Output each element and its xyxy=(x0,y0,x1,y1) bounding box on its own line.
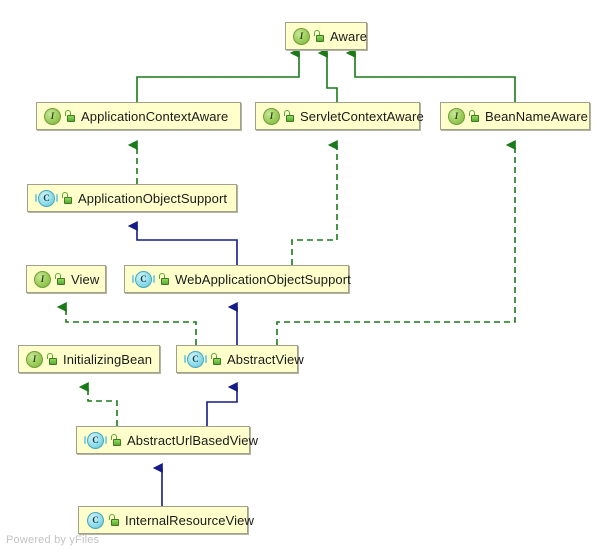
edge-webapplicationobjectsupport-to-servletcontextaware xyxy=(291,140,338,265)
node-icons: I xyxy=(26,350,57,368)
node-initializingbean[interactable]: I InitializingBean xyxy=(18,345,160,373)
node-icons: I xyxy=(44,107,75,125)
edge-applicationcontextaware-to-aware xyxy=(136,48,300,102)
node-label: View xyxy=(71,271,100,287)
interface-icon: I xyxy=(34,270,51,288)
public-lock-icon xyxy=(313,30,324,42)
node-beannameaware[interactable]: I BeanNameAware xyxy=(440,102,590,130)
node-icons: I xyxy=(448,107,479,125)
public-lock-icon xyxy=(54,273,65,285)
public-lock-icon xyxy=(64,110,75,122)
interface-icon: I xyxy=(448,107,465,125)
node-icons: C xyxy=(86,511,119,529)
public-lock-icon xyxy=(158,273,169,285)
node-aware[interactable]: I Aware xyxy=(285,22,367,50)
node-abstractview[interactable]: C AbstractView xyxy=(176,345,304,373)
edge-beannameaware-to-aware xyxy=(345,48,516,102)
node-applicationcontextaware[interactable]: I ApplicationContextAware xyxy=(36,102,241,130)
node-icons: C xyxy=(184,350,221,368)
public-lock-icon xyxy=(283,110,294,122)
node-icons: I xyxy=(34,270,65,288)
public-lock-icon xyxy=(46,353,57,365)
edge-abstracturlbasedview-to-initializingbean xyxy=(78,382,118,426)
node-servletcontextaware[interactable]: I ServletContextAware xyxy=(255,102,424,130)
node-label: AbstractView xyxy=(227,351,304,367)
node-label: ApplicationObjectSupport xyxy=(78,190,228,206)
class-icon: C xyxy=(84,431,107,449)
node-icons: C xyxy=(35,189,72,207)
public-lock-icon xyxy=(210,353,221,365)
public-lock-icon xyxy=(61,192,72,204)
class-icon: C xyxy=(86,511,105,529)
edge-webapplicationobjectsupport-to-applicationobjectsupport xyxy=(127,221,238,265)
yfiles-watermark: Powered by yFiles xyxy=(6,534,100,546)
interface-icon: I xyxy=(293,27,310,45)
node-label: ServletContextAware xyxy=(300,108,424,124)
node-label: ApplicationContextAware xyxy=(81,108,229,124)
node-label: InitializingBean xyxy=(63,351,153,367)
interface-icon: I xyxy=(263,107,280,125)
node-label: AbstractUrlBasedView xyxy=(127,432,259,448)
edge-servletcontextaware-to-aware xyxy=(317,48,338,102)
node-label: BeanNameAware xyxy=(485,108,588,124)
public-lock-icon xyxy=(110,434,121,446)
public-lock-icon xyxy=(108,514,119,526)
class-icon: C xyxy=(35,189,58,207)
node-label: WebApplicationObjectSupport xyxy=(175,271,351,287)
edge-abstractview-to-view xyxy=(56,302,197,345)
public-lock-icon xyxy=(468,110,479,122)
interface-icon: I xyxy=(44,107,61,125)
node-webapplicationobjectsupport[interactable]: C WebApplicationObjectSupport xyxy=(124,265,351,293)
node-applicationobjectsupport[interactable]: C ApplicationObjectSupport xyxy=(27,184,237,212)
node-icons: I xyxy=(263,107,294,125)
node-label: InternalResourceView xyxy=(125,512,254,528)
node-internalresourceview[interactable]: C InternalResourceView xyxy=(78,506,254,534)
node-icons: C xyxy=(84,431,121,449)
class-icon: C xyxy=(184,350,207,368)
node-label: Aware xyxy=(330,28,368,44)
node-view[interactable]: I View xyxy=(26,265,106,293)
interface-icon: I xyxy=(26,350,43,368)
node-abstracturlbasedview[interactable]: C AbstractUrlBasedView xyxy=(76,426,258,454)
node-icons: I xyxy=(293,27,324,45)
node-icons: C xyxy=(132,270,169,288)
class-icon: C xyxy=(132,270,155,288)
edge-abstractview-to-beannameaware xyxy=(276,140,516,345)
edge-abstracturlbasedview-to-abstractview xyxy=(206,382,238,426)
